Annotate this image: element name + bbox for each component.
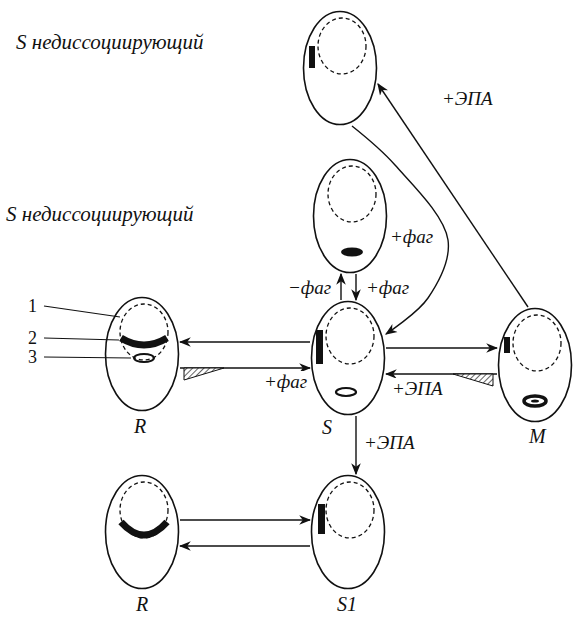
cell-node: S: [310, 300, 386, 416]
cell-part: [341, 248, 363, 257]
label-holder: +фаг: [262, 371, 309, 393]
transition-arrow: [341, 274, 342, 300]
cell-node: R: [104, 474, 180, 590]
cell-label: S1: [337, 593, 357, 616]
connector-line: [386, 347, 497, 348]
cell-label: S: [322, 416, 332, 439]
transition-arrow: [180, 546, 310, 547]
transition-arrow: [356, 274, 357, 300]
connector-line: [378, 84, 528, 307]
label-holder: −фаг: [286, 277, 333, 299]
transition-arrow: [180, 520, 310, 521]
callout-number: 1: [28, 296, 37, 317]
cell-node: S недиссоциирующий: [312, 158, 388, 274]
transition-arrow: [352, 126, 448, 334]
leader-line: [44, 306, 120, 317]
edge-label: +ЭПА: [440, 88, 495, 110]
cell-part: [134, 354, 154, 362]
cell-part: [326, 482, 374, 538]
cell-outline: [497, 307, 573, 423]
cell-part: [304, 12, 377, 125]
connector-line: [340, 274, 341, 300]
cell-part: [524, 396, 546, 406]
cell-part: [316, 330, 323, 364]
cell-part: [318, 18, 366, 74]
label-holder: +фаг: [390, 226, 433, 248]
cell-outline: [302, 10, 378, 126]
cell-part: [106, 298, 179, 411]
transition-arrow: [356, 416, 357, 474]
cell-outline: [310, 300, 386, 416]
cell-part: [312, 476, 385, 589]
cell-part: [120, 304, 168, 360]
callout-number: 3: [28, 347, 37, 368]
edge-label: +фаг: [364, 277, 411, 299]
connector-line: [180, 341, 310, 342]
transition-arrow: [180, 342, 310, 343]
cell-node: S1: [310, 474, 386, 590]
label-holder: +фаг: [364, 277, 411, 299]
edge-label: +фаг: [262, 371, 309, 393]
cell-outline: [312, 158, 388, 274]
cell-part: [504, 337, 510, 353]
edge-label: −фаг: [286, 277, 333, 299]
callout-number: 2: [28, 328, 37, 349]
edge-label: +ЭПА: [362, 432, 417, 454]
connector-line: [180, 519, 310, 520]
transition-arrow: [378, 84, 528, 307]
cell-node: S недиссоциирующий: [302, 10, 378, 126]
cell-outline: [104, 296, 180, 412]
label-holder: +ЭПА: [390, 378, 445, 400]
cell-part: [531, 399, 539, 402]
cell-outline: [310, 474, 386, 590]
cell-part: [326, 308, 374, 364]
transition-arrow: [386, 348, 497, 349]
cell-outline: [104, 474, 180, 590]
hatched-wedge: [453, 374, 493, 386]
cell-part: [513, 315, 561, 371]
leader-line: [44, 338, 119, 340]
cell-part: [336, 388, 356, 396]
cell-label: S недиссоциирующий: [6, 202, 193, 226]
cell-part: [106, 476, 179, 589]
hatched-wedge: [184, 368, 224, 380]
label-holder: +ЭПА: [362, 432, 417, 454]
cell-part: [314, 160, 387, 273]
connector-line: [355, 416, 356, 474]
cell-label: M: [529, 425, 546, 448]
label-holder: 1: [28, 296, 37, 317]
label-holder: 2: [28, 328, 37, 349]
cell-part: [121, 338, 167, 345]
cell-part: [318, 504, 325, 534]
cell-label: R: [136, 593, 148, 616]
cell-node: M: [497, 307, 573, 423]
cell-part: [121, 522, 167, 535]
cell-label: R: [134, 415, 146, 438]
connector-line: [180, 545, 310, 546]
cell-part: [312, 302, 385, 415]
cell-part: [120, 482, 168, 538]
cell-part: [499, 309, 572, 422]
connector-line: [355, 274, 356, 300]
cell-part: [328, 166, 376, 222]
note-label: +фаг: [390, 226, 433, 248]
edge-label: +ЭПА: [390, 378, 445, 400]
connector-line: [352, 126, 448, 334]
cell-part: [309, 46, 315, 68]
leader-line: [44, 357, 131, 358]
cell-label: S недиссоциирующий: [16, 30, 203, 54]
cell-node: R: [104, 296, 180, 412]
label-holder: 3: [28, 347, 37, 368]
label-holder: +ЭПА: [440, 88, 495, 110]
